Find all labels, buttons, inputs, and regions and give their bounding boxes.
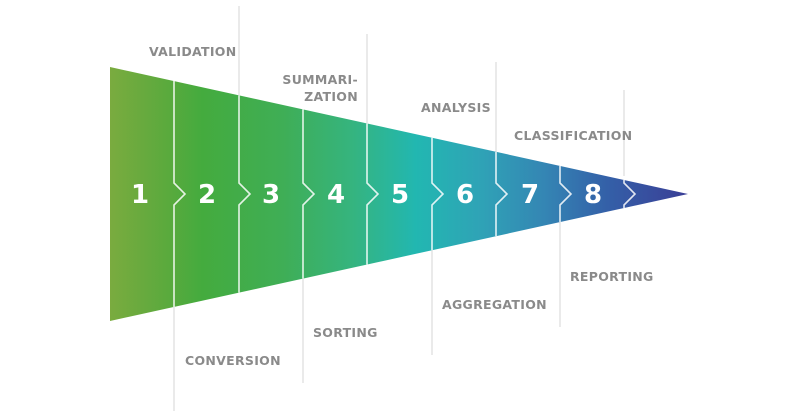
stage-numbers: 1 2 3 4 5 6 7 8 bbox=[131, 180, 602, 210]
label-reporting: REPORTING bbox=[570, 269, 654, 284]
stage-labels: VALIDATION SUMMARI- ZATION ANALYSIS CLAS… bbox=[149, 44, 654, 368]
label-classification: CLASSIFICATION bbox=[514, 128, 632, 143]
label-summarization-line1: SUMMARI- bbox=[282, 72, 358, 87]
stage-seam-1 bbox=[173, 81, 187, 307]
label-summarization-line2: ZATION bbox=[304, 89, 358, 104]
stage-number-1: 1 bbox=[131, 180, 149, 210]
stage-seam-2 bbox=[238, 95, 252, 293]
label-validation: VALIDATION bbox=[149, 44, 236, 59]
stage-number-6: 6 bbox=[456, 180, 474, 210]
stage-number-5: 5 bbox=[391, 180, 409, 210]
stage-seam-3 bbox=[302, 109, 316, 279]
stage-seam-8 bbox=[623, 179, 637, 209]
stage-seam-5 bbox=[431, 137, 445, 251]
label-aggregation: AGGREGATION bbox=[442, 297, 547, 312]
stage-seams bbox=[173, 81, 637, 307]
label-conversion: CONVERSION bbox=[185, 353, 281, 368]
funnel-body bbox=[110, 67, 688, 321]
stage-number-4: 4 bbox=[327, 180, 345, 210]
stage-number-8: 8 bbox=[584, 180, 602, 210]
stage-number-3: 3 bbox=[262, 180, 280, 210]
stage-seam-7 bbox=[559, 165, 573, 223]
stage-number-7: 7 bbox=[521, 180, 539, 210]
label-analysis: ANALYSIS bbox=[421, 100, 491, 115]
label-sorting: SORTING bbox=[313, 325, 378, 340]
stage-number-2: 2 bbox=[198, 180, 216, 210]
stage-seam-4 bbox=[366, 123, 380, 265]
stage-seam-6 bbox=[495, 151, 509, 237]
